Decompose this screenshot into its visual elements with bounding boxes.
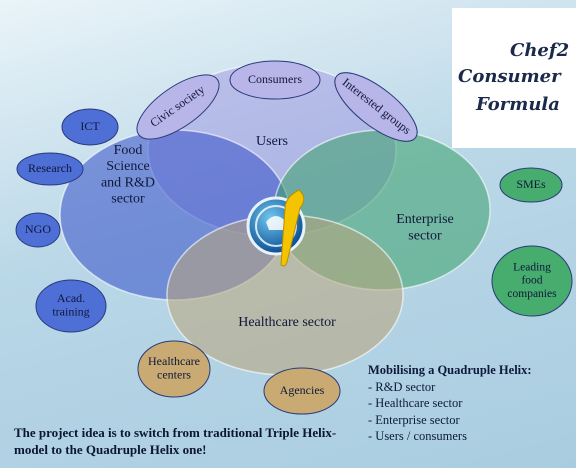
bubble-healthcare-centers-shape [137, 340, 211, 398]
bubble-ict-shape [61, 108, 119, 146]
chef-logo-icon [246, 189, 306, 267]
bubble-interested-groups: Interested groups [334, 72, 418, 142]
bubble-ngo-shape [15, 212, 61, 248]
bubble-acad-training-label: training [52, 305, 89, 319]
bubble-agencies-shape [263, 367, 341, 415]
bubble-acad-training: Acad.training [35, 279, 107, 333]
bubble-ict-label: ICT [80, 119, 100, 133]
bubble-consumers-shape [229, 60, 321, 100]
bubble-smes-shape [499, 167, 563, 203]
bubble-research: Research [16, 152, 84, 186]
mobilising-item: - Healthcare sector [368, 396, 463, 410]
bubble-healthcare-centers-label: Healthcare [148, 354, 200, 368]
mobilising-list: Mobilising a Quadruple Helix: - R&D sect… [368, 362, 532, 445]
circle-enterprise-label: sector [408, 228, 442, 243]
bubble-healthcare-centers-label: centers [157, 368, 191, 382]
bubble-research-label: Research [28, 161, 72, 175]
bubble-ngo-label: NGO [25, 222, 51, 236]
bubble-interested-groups-shape [334, 72, 418, 142]
bubble-smes: SMEs [499, 167, 563, 203]
circle-food-label: and R&D [101, 175, 155, 190]
bubble-agencies-label: Agencies [280, 383, 325, 397]
bubble-research-shape [16, 152, 84, 186]
bubble-leading-food-companies-label: food [521, 275, 542, 287]
bubble-leading-food-companies-shape [491, 245, 573, 317]
bubble-civic-society-shape [136, 74, 220, 140]
circle-healthcare-label: Healthcare sector [238, 315, 336, 330]
bubble-consumers-label: Consumers [248, 72, 302, 86]
circle-enterprise-label: Enterprise [396, 212, 454, 227]
mobilising-title: Mobilising a Quadruple Helix: [368, 363, 532, 377]
bubble-acad-training-shape [35, 279, 107, 333]
banner-line-3: Formula [476, 94, 560, 115]
circle-food-label: Science [106, 159, 150, 174]
bubble-leading-food-companies-label: companies [507, 288, 557, 300]
bubble-ict: ICT [61, 108, 119, 146]
bubble-agencies: Agencies [263, 367, 341, 415]
bubble-leading-food-companies-label: Leading [513, 261, 551, 273]
project-idea-note: The project idea is to switch from tradi… [14, 425, 337, 457]
bubble-consumers: Consumers [229, 60, 321, 100]
mobilising-item: - Users / consumers [368, 429, 467, 443]
banner-line-1: Chef2 [510, 40, 570, 61]
bubble-smes-label: SMEs [516, 177, 546, 191]
banner-line-2: Consumer [458, 66, 561, 87]
chef2-banner: Chef2 Consumer Formula [452, 8, 576, 148]
mobilising-item: - Enterprise sector [368, 412, 460, 427]
bubble-ngo: NGO [15, 212, 61, 248]
bubble-acad-training-label: Acad. [57, 291, 85, 305]
circle-food-label: sector [111, 191, 145, 206]
circle-food-label: Food [114, 143, 143, 158]
circle-healthcare: Healthcare sector [166, 214, 404, 376]
mobilising-item: - R&D sector [368, 379, 436, 394]
circle-users-label: Users [256, 134, 288, 149]
